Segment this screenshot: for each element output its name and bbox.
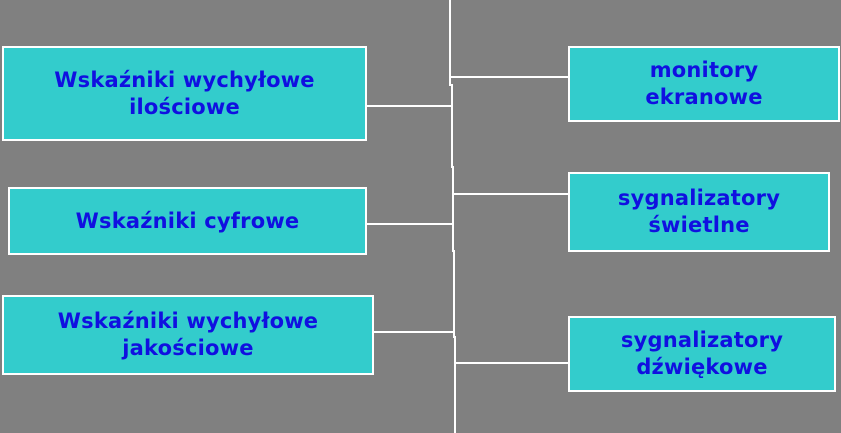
node-monitory-ekranowe[interactable]: monitory ekranowe [568, 46, 840, 122]
node-sygnalizatory-swietlne[interactable]: sygnalizatory świetlne [568, 172, 830, 252]
trunk-segment-3 [452, 166, 454, 252]
trunk-segment-1 [449, 0, 451, 86]
trunk-segment-4 [453, 250, 455, 338]
trunk-segment-2 [451, 84, 453, 168]
node-wskazniki-cyfrowe[interactable]: Wskaźniki cyfrowe [8, 187, 367, 255]
node-wskazniki-wychylowe-jakosciowe[interactable]: Wskaźniki wychyłowe jakościowe [2, 295, 374, 375]
trunk-segment-5 [454, 336, 456, 433]
connector-left-1 [366, 105, 452, 107]
connector-right-2 [452, 193, 569, 195]
connector-left-2 [366, 223, 453, 225]
node-sygnalizatory-dzwiekowe[interactable]: sygnalizatory dźwiękowe [568, 316, 836, 392]
connector-right-3 [454, 362, 569, 364]
connector-left-3 [374, 331, 454, 333]
connector-right-1 [450, 76, 569, 78]
node-wskazniki-wychylowe-ilosciowe[interactable]: Wskaźniki wychyłowe ilościowe [2, 46, 367, 141]
